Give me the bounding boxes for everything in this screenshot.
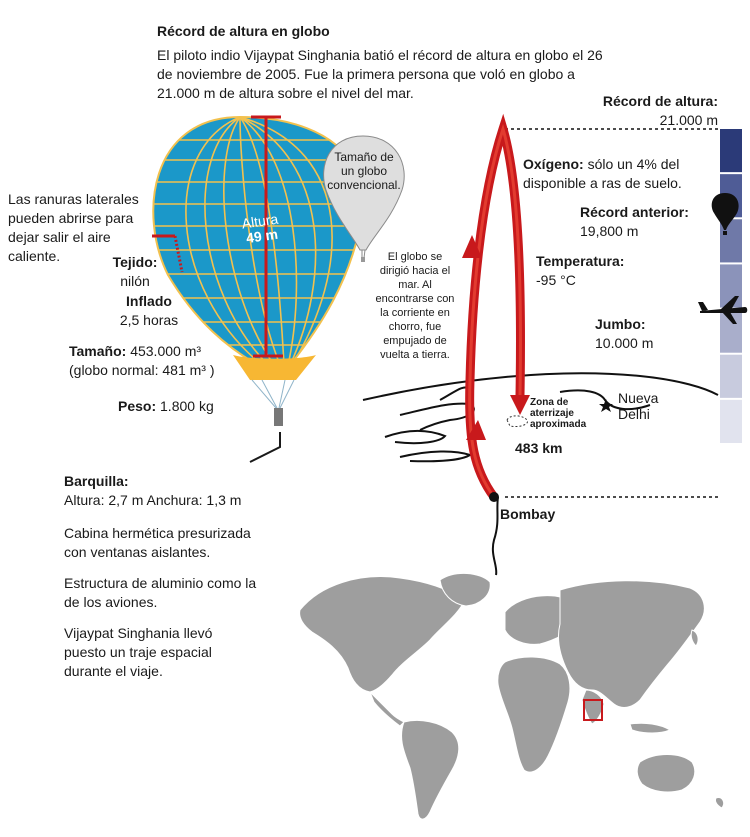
- weight-value: 1.800 kg: [160, 398, 214, 414]
- basket-paragraph-3: Vijaypat Singhania llevó puesto un traje…: [64, 625, 213, 679]
- temperature-value: -95 °C: [536, 272, 576, 288]
- size-label: Tamaño:: [69, 343, 127, 359]
- india-coast: [362, 372, 719, 576]
- size-info: Tamaño: 453.000 m³ (globo normal: 481 m³…: [69, 342, 249, 380]
- fabric-value: nilón: [120, 273, 150, 289]
- new-delhi-label: Nueva Delhi: [618, 390, 659, 422]
- basket-callout: [249, 432, 281, 463]
- weight-info: Peso: 1.800 kg: [118, 397, 214, 416]
- altitude-band: [720, 129, 742, 173]
- previous-record-value: 19,800 m: [580, 223, 639, 239]
- inflation-info: Inflado 2,5 horas: [104, 292, 194, 330]
- temperature-label: Temperatura:: [536, 253, 625, 269]
- record-label: Récord de altura:: [602, 93, 718, 109]
- previous-record-info: Récord anterior: 19,800 m: [580, 203, 710, 241]
- basket-dims: Altura: 2,7 m Anchura: 1,3 m: [64, 492, 242, 508]
- conventional-balloon-label: Tamaño de un globo convencional.: [327, 150, 401, 192]
- oxygen-label: Oxígeno:: [523, 156, 584, 172]
- vents-note: Las ranuras laterales pueden abrirse par…: [8, 191, 139, 264]
- jumbo-info: Jumbo: 10.000 m: [595, 315, 695, 353]
- page-title: Récord de altura en globo: [157, 23, 330, 39]
- landing-zone-label: Zona de aterrizaje aproximada: [530, 397, 587, 430]
- jumbo-value: 10.000 m: [595, 335, 654, 351]
- record-value: 21.000 m: [659, 112, 718, 128]
- altitude-band: [720, 399, 742, 443]
- altitude-band: [720, 309, 742, 353]
- altitude-band: [720, 354, 742, 398]
- weight-label: Peso:: [118, 398, 157, 414]
- india-highlight-box: [583, 699, 603, 721]
- fabric-label: Tejido:: [112, 254, 158, 270]
- oxygen-info: Oxígeno: sólo un 4% del disponible a ras…: [523, 155, 703, 193]
- temperature-info: Temperatura: -95 °C: [536, 252, 666, 290]
- basket-label: Barquilla:: [64, 473, 129, 489]
- altitude-scale: [720, 129, 742, 443]
- altitude-band: [720, 219, 742, 263]
- conventional-balloon: [323, 135, 405, 262]
- intro-paragraph: El piloto indio Vijaypat Singhania batió…: [157, 47, 603, 101]
- size-normal: (globo normal: 481 m³ ): [69, 362, 215, 378]
- jumbo-label: Jumbo:: [595, 316, 646, 332]
- basket-paragraph-2: Estructura de aluminio como la de los av…: [64, 575, 257, 610]
- record-altitude: Récord de altura: 21.000 m: [560, 92, 718, 130]
- inflation-label: Inflado: [126, 293, 172, 309]
- bombay-label: Bombay: [500, 506, 556, 522]
- basket-paragraph-1: Cabina hermética presurizada con ventana…: [64, 525, 251, 560]
- distance-label: 483 km: [515, 440, 563, 456]
- basket-info: Barquilla: Altura: 2,7 m Anchura: 1,3 m …: [64, 472, 274, 681]
- size-value: 453.000 m³: [130, 343, 202, 359]
- fabric-info: Tejido: nilón: [90, 253, 180, 291]
- previous-record-label: Récord anterior:: [580, 204, 689, 220]
- oxygen-text: sólo un 4% del disponible a ras de suelo…: [523, 156, 682, 191]
- inflation-value: 2,5 horas: [119, 312, 179, 328]
- world-map: [299, 573, 725, 820]
- previous-record-balloon-icon: [711, 193, 739, 235]
- drift-note: El globo se dirigió hacia el mar. Al enc…: [375, 251, 455, 361]
- flight-path-arrow: [462, 113, 530, 502]
- jumbo-plane-icon: [698, 296, 748, 324]
- bombay-dot: [489, 492, 499, 502]
